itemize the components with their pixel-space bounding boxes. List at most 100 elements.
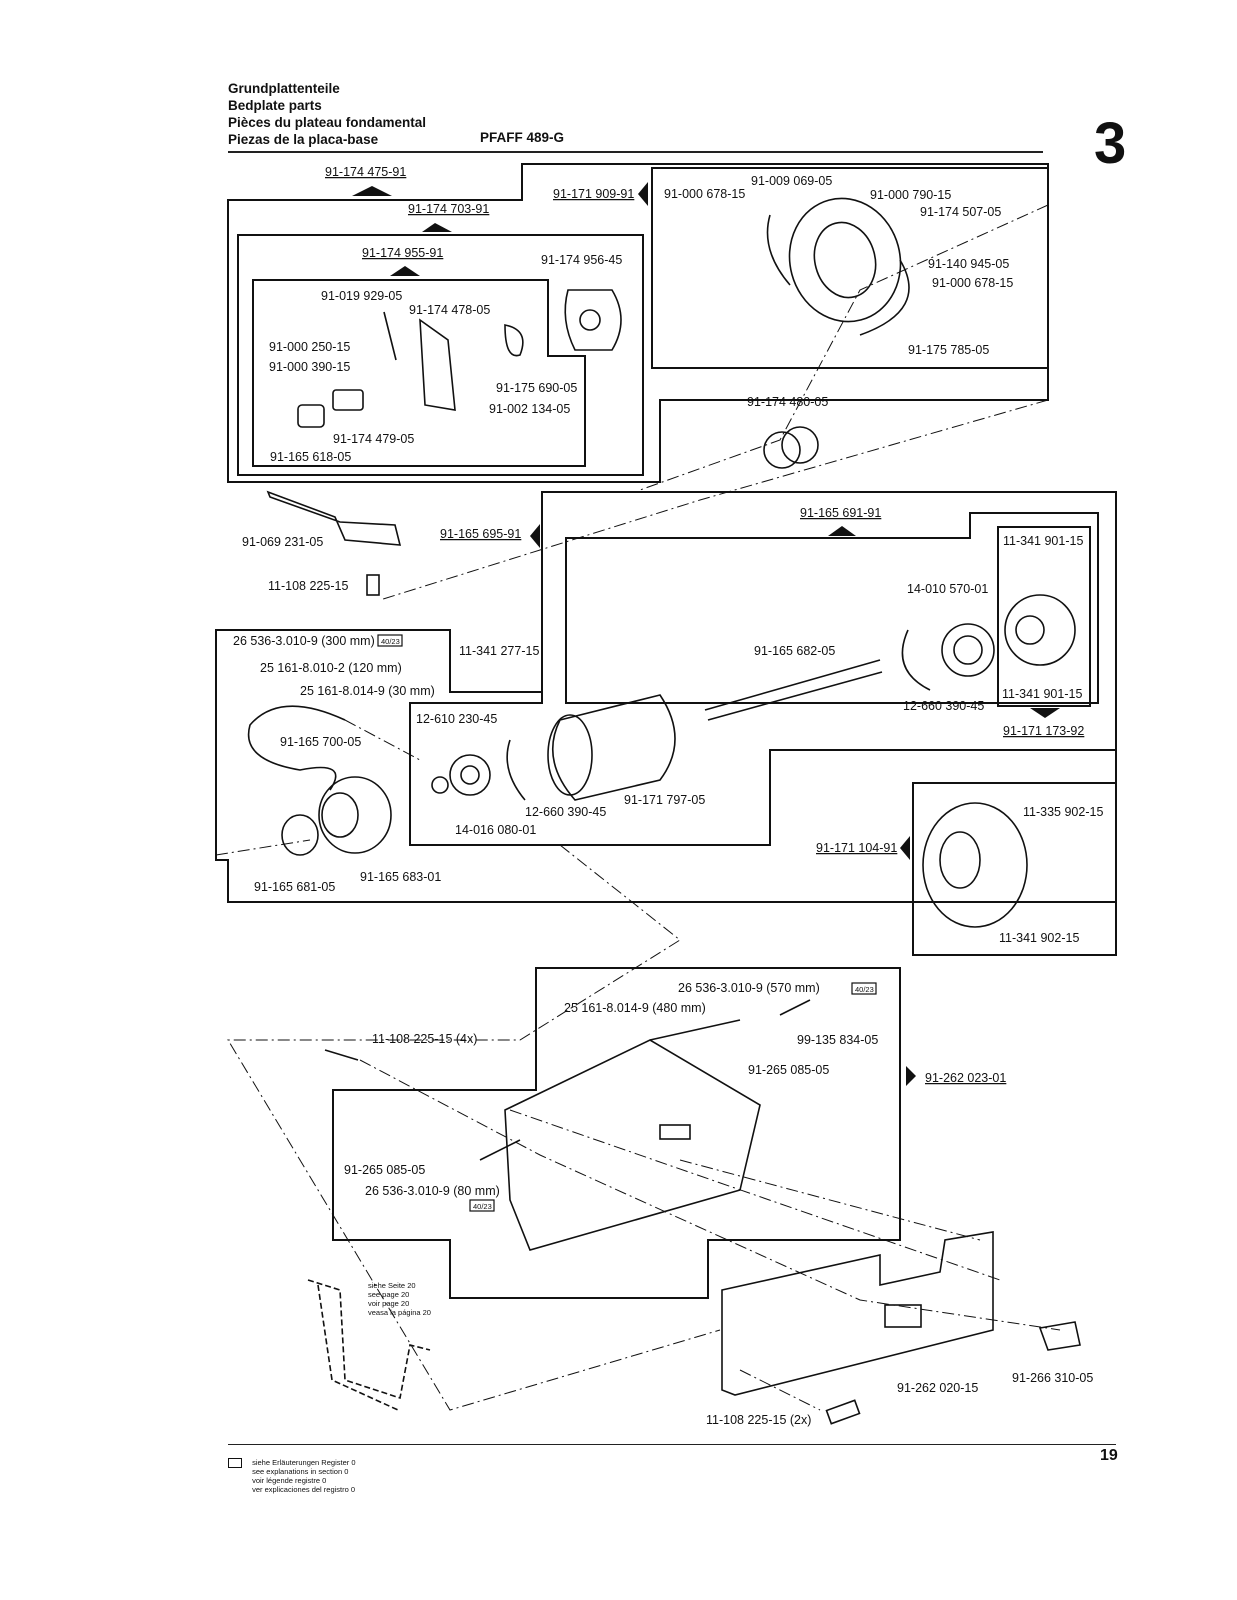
see-page-line: see page 20 [368,1290,409,1299]
group-outline-023 [332,967,901,1299]
assembly-label: 91-165 695-91 [440,527,521,541]
footer-rule [228,1444,1116,1445]
assembly-label: 91-171 173-92 [1003,724,1084,738]
see-page-line: veasa la página 20 [368,1308,431,1317]
see-page-line: siehe Seite 20 [368,1281,416,1290]
base-plate-drawing [721,1231,994,1396]
group-outline-hook-small [252,279,586,467]
bracket-drawing [307,1279,431,1400]
legend-line: voir légende registre 0 [252,1476,327,1485]
part-label: 11-108 225-15 (4x) [372,1032,477,1046]
gear-104-drawing [922,802,1028,928]
part-label: 26 536-3.010-9 (80 mm) [365,1184,500,1198]
title-en: Bedplate parts [228,98,322,113]
group-outline-173 [997,526,1091,707]
bearing-drawing [941,623,995,677]
model-name: PFAFF 489-G [480,130,565,145]
part-label: 11-335 902-15 [1023,805,1103,819]
marker-91-262-023 [906,1066,916,1086]
part-label: 91-175 690-05 [496,381,577,395]
gear-top-drawing [1004,594,1076,666]
group-outline-909 [651,167,1049,369]
part-label: 91-266 310-05 [1012,1371,1093,1385]
part-label: 91-265 085-05 [748,1063,829,1077]
part-label: 91-265 085-05 [344,1163,425,1177]
part-label: 91-140 945-05 [928,257,1009,271]
part-label: 91-165 618-05 [270,450,351,464]
assembly-label: 91-174 475-91 [325,165,406,179]
see-page-note: siehe Seite 20 see page 20 voir page 20 … [368,1281,431,1317]
group-outline-691 [565,512,1099,704]
footer-legend: siehe Erläuterungen Register 0 see expla… [228,1458,356,1494]
cable-drawing [247,705,346,791]
marker-91-171-909 [638,182,648,206]
part-label: 91-174 478-05 [409,303,490,317]
register-ref: 40/23 [381,637,400,646]
bobbin-case-drawing [564,289,622,351]
part-label: 91-000 390-15 [269,360,350,374]
header-rule [228,151,1043,153]
see-page-line: voir page 20 [368,1299,409,1308]
page-number: 19 [1100,1447,1118,1464]
part-label: 91-174 479-05 [333,432,414,446]
part-label: 25 161-8.010-2 (120 mm) [260,661,402,675]
part-label: 99-135 834-05 [797,1033,878,1047]
legend-line: siehe Erläuterungen Register 0 [252,1458,356,1467]
part-label: 91-174 507-05 [920,205,1001,219]
sleeve-drawing [552,694,676,801]
part-label: 91-174 956-45 [541,253,622,267]
register-ref: 40/23 [473,1202,492,1211]
part-label: 26 536-3.010-9 (300 mm) [233,634,375,648]
group-outline-104 [912,782,1117,956]
assembly-label: 91-174 955-91 [362,246,443,260]
part-label: 91-175 785-05 [908,343,989,357]
part-label: 91-069 231-05 [242,535,323,549]
assembly-label: 91-171 909-91 [553,187,634,201]
title-fr: Pièces du plateau fondamental [228,115,427,130]
part-label: 25 161-8.014-9 (480 mm) [564,1001,706,1015]
marker-91-174-703 [422,223,452,232]
marker-91-174-955 [390,266,420,276]
marker-91-171-104 [900,836,910,860]
pulley-drawing [318,776,392,854]
section-number: 3 [1094,111,1127,176]
part-label: 91-174 480-05 [747,395,828,409]
register-ref: 40/23 [855,985,874,994]
part-label: 14-016 080-01 [455,823,536,837]
part-label: 91-019 929-05 [321,289,402,303]
title-de: Grundplattenteile [228,81,340,96]
title-es: Piezas de la placa-base [228,132,379,147]
part-label: 91-165 682-05 [754,644,835,658]
part-label: 12-660 390-45 [525,805,606,819]
hook-base-drawing [419,318,456,411]
part-label: 91-000 250-15 [269,340,350,354]
assembly-labels: 91-174 475-91 91-174 703-91 91-174 955-9… [325,165,1084,1085]
part-label: 11-108 225-15 [268,579,348,593]
assembly-label: 91-171 104-91 [816,841,897,855]
register-boxes: 40/23 40/23 40/23 [377,634,877,1212]
part-label: 91-000 678-15 [932,276,1013,290]
part-label: 91-165 683-01 [360,870,441,884]
marker-91-171-173 [1030,708,1060,718]
part-label: 12-610 230-45 [416,712,497,726]
bobbin-drawing [763,431,801,469]
page-header: Grundplattenteile Bedplate parts Pièces … [228,80,426,148]
assembly-label: 91-165 691-91 [800,506,881,520]
lever-drawing [266,490,402,546]
part-label: 91-165 681-05 [254,880,335,894]
part-label: 91-009 069-05 [751,174,832,188]
legend-line: ver explicaciones del registro 0 [252,1485,356,1494]
marker-91-174-475 [352,186,392,196]
marker-91-165-695 [530,524,540,548]
part-labels: 91-009 069-05 91-000 678-15 91-000 790-1… [233,174,1103,1427]
part-label: 91-002 134-05 [489,402,570,416]
part-label: 91-165 700-05 [280,735,361,749]
shaft-drawing [704,659,881,711]
part-label: 11-341 901-15 [1003,534,1083,548]
part-label: 11-341 277-15 [459,644,539,658]
group-outline-hook-inner [237,234,644,476]
part-label: 91-000 790-15 [870,188,951,202]
legend-line: see explanations in section 0 [252,1467,349,1476]
part-label: 25 161-8.014-9 (30 mm) [300,684,435,698]
